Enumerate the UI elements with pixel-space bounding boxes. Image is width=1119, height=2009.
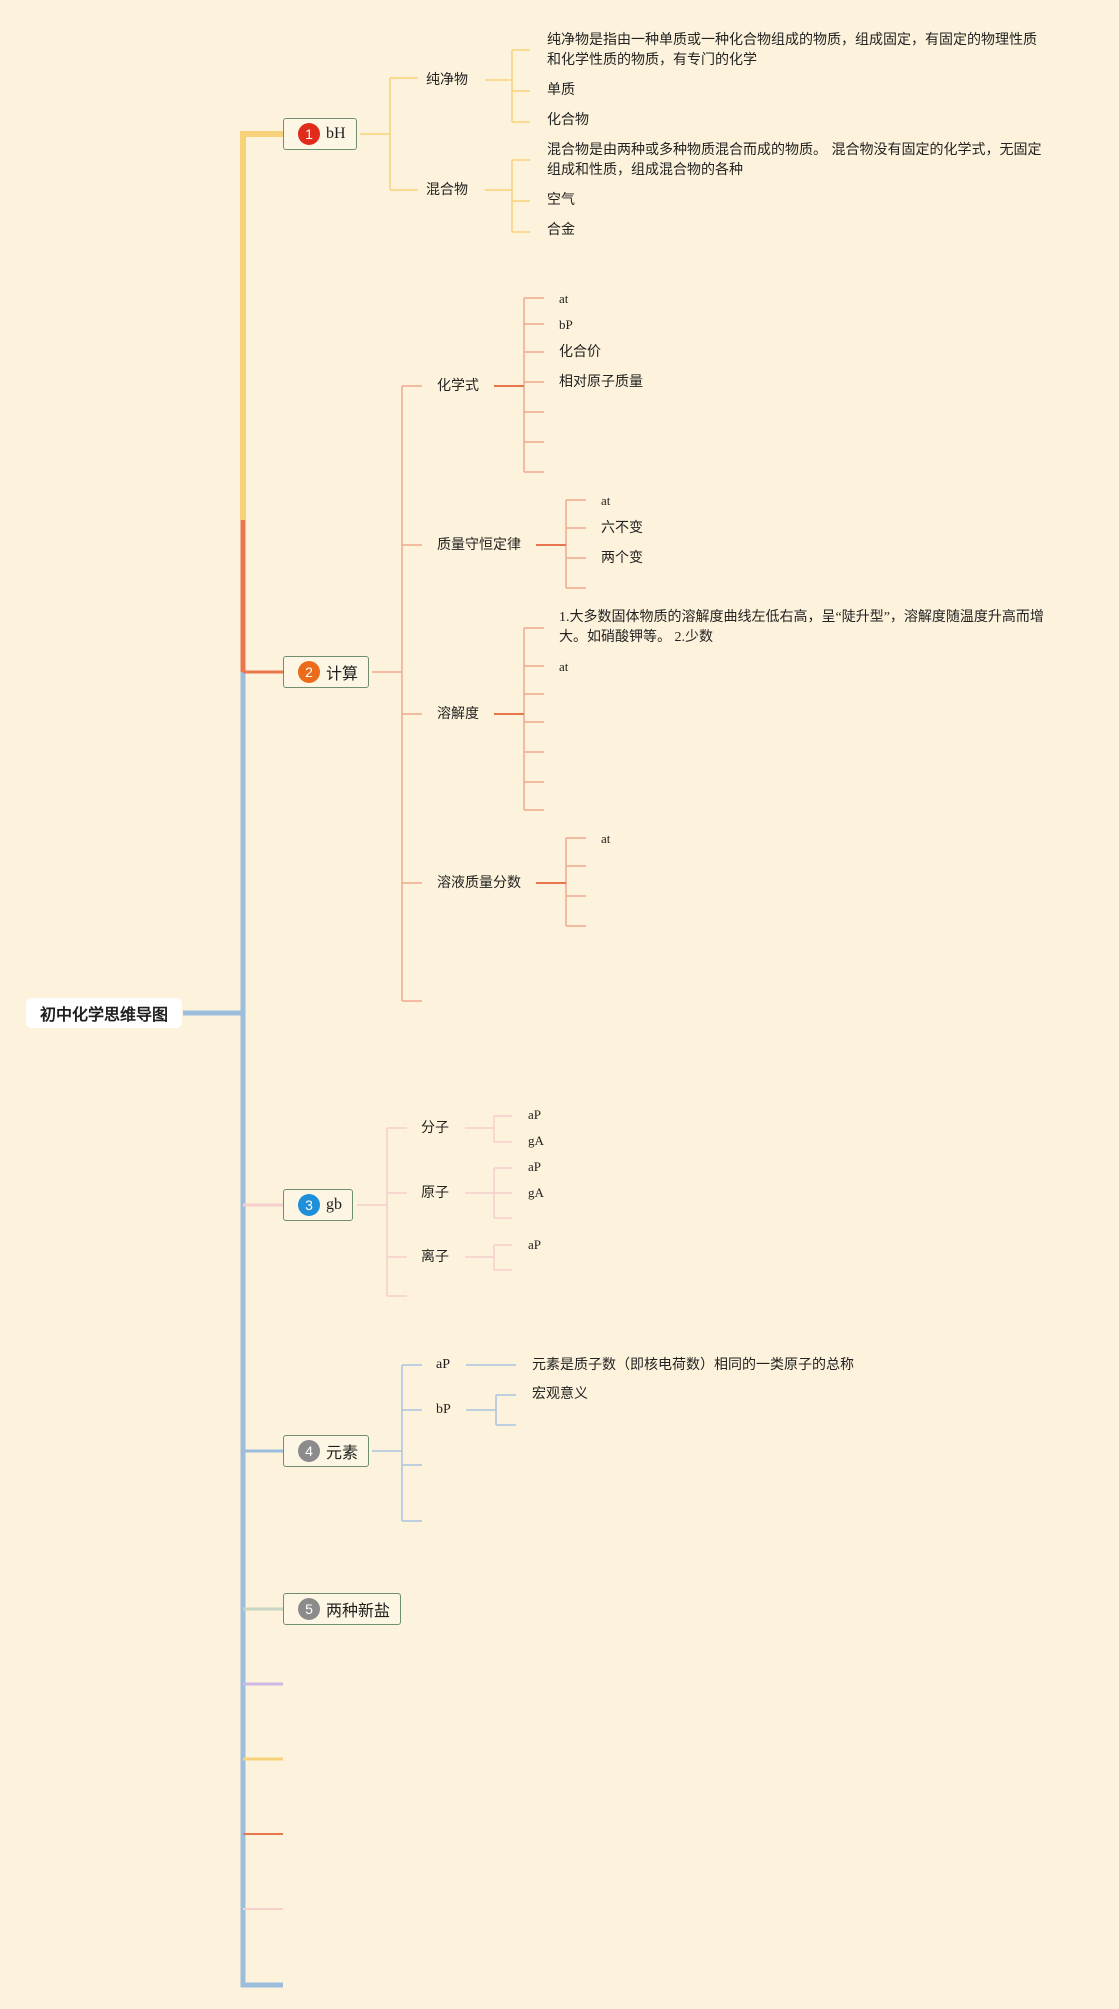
leaf-node[interactable]: aP	[528, 1107, 541, 1122]
leaf-node[interactable]: 混合物是由两种或多种物质混合而成的物质。 混合物没有固定的化学式，无固定组成和性…	[547, 142, 1042, 178]
trunk-line-top	[183, 672, 246, 1016]
leaf-node[interactable]: 合金	[547, 222, 575, 238]
branch-2-mid-lines	[494, 385, 566, 884]
branch-1-lines	[360, 49, 530, 233]
branch-label: 两种新盐	[326, 1601, 391, 1620]
leaf-node[interactable]: bP	[559, 317, 573, 332]
leaf-node[interactable]: at	[559, 659, 569, 674]
sub-node[interactable]: 溶液质量分数	[437, 875, 521, 891]
leaf-node[interactable]: 六不变	[601, 520, 643, 536]
sub-node[interactable]: 化学式	[437, 378, 479, 394]
sub-node[interactable]: 混合物	[426, 182, 468, 198]
sub-node[interactable]: 分子	[421, 1120, 449, 1136]
root-node[interactable]: 初中化学思维导图	[26, 998, 182, 1028]
sub-node[interactable]: 离子	[421, 1249, 449, 1265]
branch-node-3[interactable]: 3 gb	[283, 1189, 353, 1221]
leaf-node[interactable]: at	[559, 291, 569, 306]
leaf-node[interactable]: 化合价	[559, 344, 601, 360]
leaf-node[interactable]: at	[601, 831, 611, 846]
sub-node[interactable]: 纯净物	[426, 72, 468, 88]
number-badge: 4	[298, 1440, 320, 1462]
leaf-node[interactable]: aP	[528, 1237, 541, 1252]
branch-node-4[interactable]: 4 元素	[283, 1435, 370, 1467]
branch-node-5[interactable]: 5 两种新盐	[283, 1593, 402, 1625]
trunk-line-yellow	[240, 131, 283, 520]
leaf-node[interactable]: at	[601, 493, 611, 508]
leaf-node[interactable]: 单质	[547, 82, 575, 98]
leaf-node[interactable]: 宏观意义	[532, 1386, 588, 1402]
branch-label: bH	[326, 125, 346, 142]
sub-node[interactable]: 质量守恒定律	[437, 537, 521, 553]
branch-label: 元素	[326, 1443, 359, 1462]
leaf-node[interactable]: gA	[528, 1133, 544, 1148]
sub-node[interactable]: aP	[436, 1357, 450, 1372]
leaf-node[interactable]: aP	[528, 1159, 541, 1174]
number-badge: 2	[298, 661, 320, 683]
leaf-node[interactable]: 空气	[547, 192, 575, 208]
leaf-node[interactable]: 相对原子质量	[559, 374, 643, 390]
branch-4-lines	[372, 1364, 516, 1522]
branch-node-1[interactable]: 1 bH	[283, 118, 357, 150]
leaf-node[interactable]: 1.大多数固体物质的溶解度曲线左低右高，呈“陡升型”，溶解度随温度升高而增大。如…	[559, 610, 1044, 645]
sub-node[interactable]: bP	[436, 1402, 451, 1417]
branch-label: 计算	[326, 664, 359, 683]
branch-3-lines	[357, 1115, 512, 1297]
leaf-node[interactable]: 元素是质子数（即核电荷数）相同的一类原子的总称	[532, 1357, 854, 1373]
leaf-node[interactable]: 纯净物是指由一种单质或一种化合物组成的物质，组成固定，有固定的物理性质和化学性质…	[547, 32, 1037, 68]
leaf-node[interactable]: gA	[528, 1185, 544, 1200]
number-badge: 3	[298, 1194, 320, 1216]
branch-label: gb	[326, 1196, 342, 1213]
sub-node[interactable]: 原子	[421, 1185, 449, 1201]
sub-node[interactable]: 溶解度	[437, 706, 479, 722]
number-badge: 5	[298, 1598, 320, 1620]
number-badge: 1	[298, 123, 320, 145]
branch-node-2[interactable]: 2 计算	[283, 656, 370, 688]
leaf-node[interactable]: 两个变	[601, 550, 643, 566]
trunk-line-bottom	[240, 1013, 283, 1988]
leaf-node[interactable]: 化合物	[547, 112, 589, 128]
branch-2-lines	[372, 297, 586, 1002]
